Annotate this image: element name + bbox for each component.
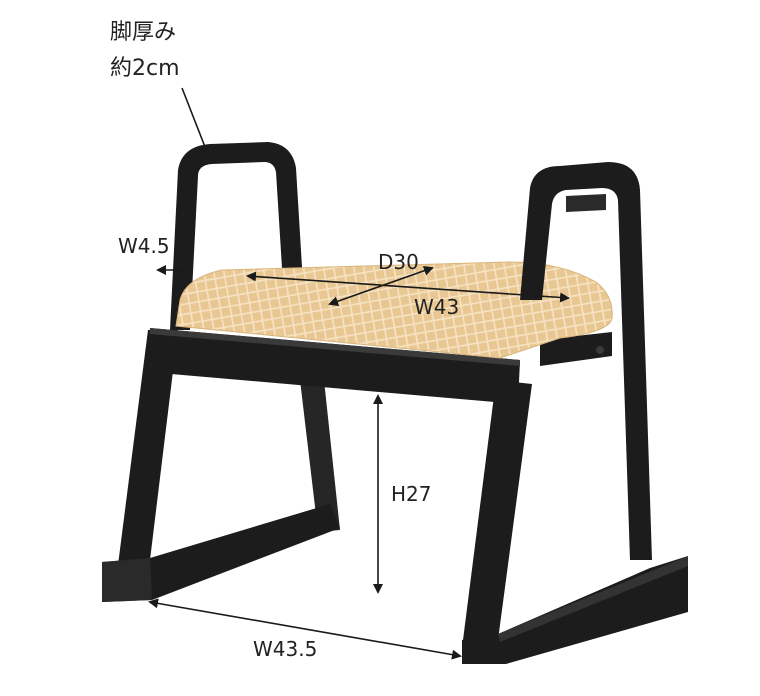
leg-width-label: W4.5 — [118, 234, 170, 258]
seat-width-label: W43 — [414, 295, 460, 319]
dimension-arrows — [148, 87, 570, 660]
seat-frame — [148, 328, 520, 404]
base-width-label: W43.5 — [253, 637, 318, 661]
leg-thickness-title-label: 脚厚み — [110, 20, 177, 45]
leg-thickness-value-label: 約2cm — [110, 56, 180, 81]
height-label: H27 — [391, 482, 432, 506]
right-side-frame — [462, 162, 688, 664]
seat-depth-label: D30 — [378, 250, 419, 274]
back-frame — [540, 332, 612, 366]
